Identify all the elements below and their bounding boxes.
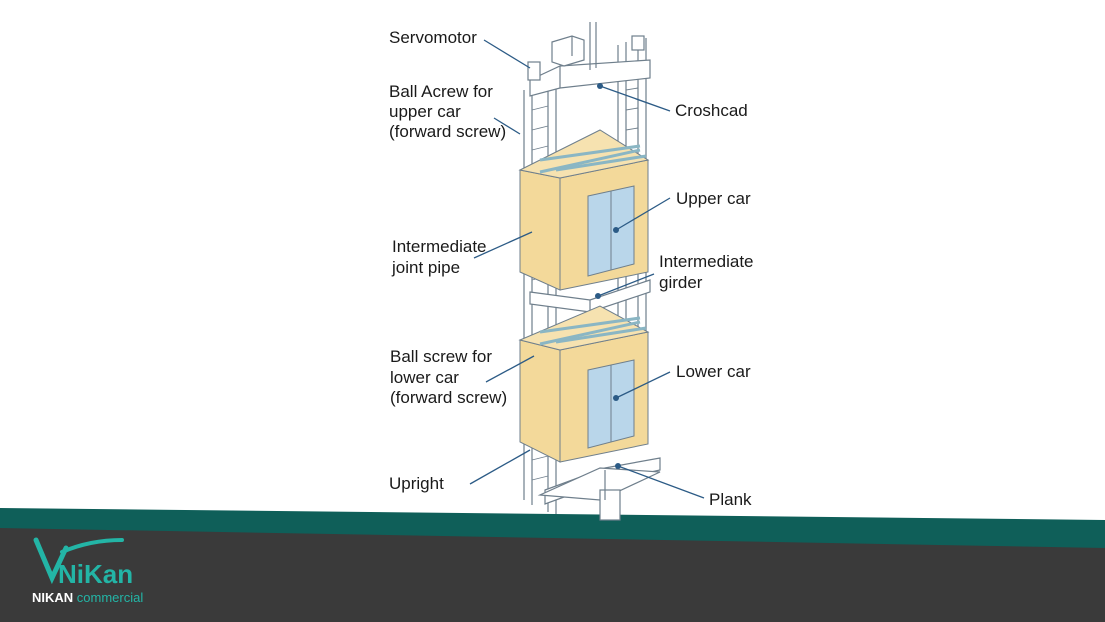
nikan-logo-icon: NiKan bbox=[33, 537, 133, 589]
leader-girder bbox=[597, 273, 655, 297]
label-ball-screw-lower-1: Ball screw for bbox=[390, 347, 493, 366]
leader-crosshead bbox=[599, 85, 671, 112]
label-upper-car: Upper car bbox=[676, 189, 751, 208]
leader-plank bbox=[617, 465, 705, 499]
leader-servomotor bbox=[483, 39, 531, 69]
lower-car bbox=[518, 305, 650, 463]
label-girder-1: Intermediate bbox=[659, 252, 754, 271]
brand-tagline: commercial bbox=[76, 590, 144, 605]
label-lower-car: Lower car bbox=[676, 362, 751, 381]
label-ball-screw-upper-2: upper car bbox=[389, 102, 461, 121]
leader-upright bbox=[469, 449, 531, 485]
label-girder-2: girder bbox=[659, 273, 703, 292]
brand-name-text: NIKAN bbox=[32, 590, 74, 605]
label-ball-screw-lower-2: lower car bbox=[390, 368, 459, 387]
leader-upper-car bbox=[615, 197, 671, 231]
label-joint-pipe-1: Intermediate bbox=[392, 237, 487, 256]
label-ball-screw-upper-3: (forward screw) bbox=[389, 122, 507, 141]
brand-name: NIKAN commercial bbox=[32, 590, 143, 605]
label-ball-screw-upper-1: Ball Acrew for bbox=[389, 82, 493, 101]
logo-wordmark: NiKan bbox=[58, 559, 133, 589]
leader-ball-screw-lower bbox=[485, 355, 535, 383]
leader-lines bbox=[469, 39, 705, 499]
leader-joint-pipe bbox=[473, 231, 533, 259]
label-joint-pipe-2: joint pipe bbox=[392, 258, 461, 277]
label-upright: Upright bbox=[389, 474, 444, 493]
label-servomotor: Servomotor bbox=[389, 28, 477, 47]
leader-dots bbox=[595, 83, 621, 469]
upper-car bbox=[518, 129, 650, 291]
footer-dark-band bbox=[0, 528, 1105, 622]
leader-ball-screw-upper bbox=[493, 117, 521, 135]
label-ball-screw-lower-3: (forward screw) bbox=[390, 388, 508, 407]
label-crosshead: Croshcad bbox=[675, 101, 748, 120]
leader-lower-car bbox=[615, 371, 671, 399]
label-plank: Plank bbox=[709, 490, 752, 509]
